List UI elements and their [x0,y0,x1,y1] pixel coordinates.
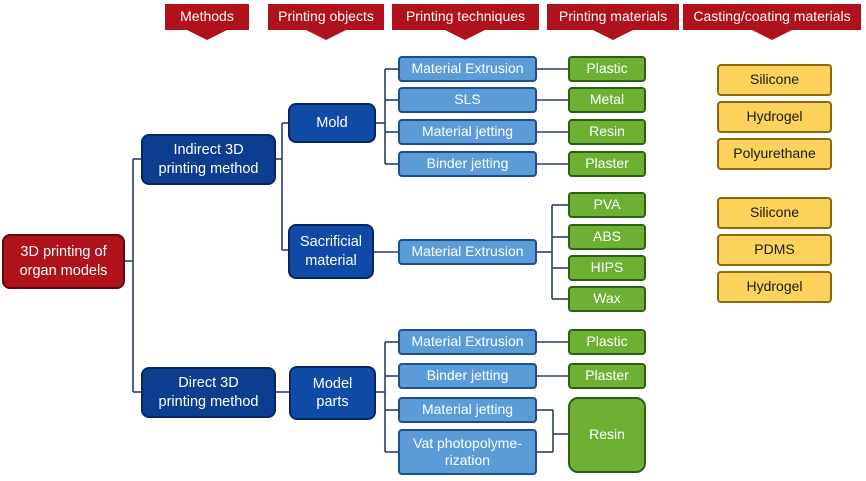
header-arrow [445,30,485,40]
material-box: Metal [568,87,646,113]
technique-box: Binder jetting [398,151,537,177]
technique-vat-line-2: rization [444,452,491,468]
technique-box: Binder jetting [398,363,537,389]
casting-material-box: Polyurethane [717,138,832,170]
technique-box: Material jetting [398,397,537,423]
material-box: Resin [568,397,646,473]
header-arrow [593,30,633,40]
material-box: Wax [568,286,646,312]
casting-material-box: Hydrogel [717,101,832,133]
technique-vat-line-1: Vat photopolyme- [413,434,522,451]
header-arrow [752,30,792,40]
material-box: Plastic [568,329,646,355]
casting-material-box: Silicone [717,197,832,229]
method-indirect: Indirect 3D printing method [141,134,276,185]
material-box: Plaster [568,363,646,389]
technique-box: Material Extrusion [398,329,537,355]
casting-material-box: Silicone [717,64,832,96]
header-arrow [187,30,227,40]
technique-box: Vat photopolyme- rization [398,429,537,475]
material-box: Plastic [568,56,646,82]
root-line-2: organ models [19,262,108,279]
header-printing-techniques: Printing techniques [392,4,539,30]
casting-material-box: Hydrogel [717,271,832,303]
casting-material-box: PDMS [717,234,832,266]
technique-box: Material jetting [398,119,537,145]
method-indirect-line-1: Indirect 3D [173,142,244,159]
root-line-1: 3D printing of [20,244,107,261]
object-model-parts: Model parts [289,366,376,420]
method-direct-line-1: Direct 3D [178,375,239,392]
header-printing-objects: Printing objects [268,4,384,30]
object-model-parts-line-2: parts [316,394,349,410]
material-box: ABS [568,224,646,250]
object-sacrificial-material: Sacrificial material [288,224,374,279]
header-arrow [306,30,346,40]
technique-box: SLS [398,87,537,113]
material-box: PVA [568,192,646,218]
technique-box: Material Extrusion [398,56,537,82]
material-box: Resin [568,119,646,145]
object-mold: Mold [288,103,376,143]
header-methods: Methods [165,4,249,30]
header-casting-coating-materials: Casting/coating materials [683,4,861,30]
method-direct-line-2: printing method [158,393,259,410]
header-printing-materials: Printing materials [547,4,679,30]
object-model-parts-line-1: Model [312,375,353,392]
method-direct: Direct 3D printing method [141,367,276,418]
method-indirect-line-2: printing method [158,160,259,177]
object-sacrificial-line-2: material [305,252,357,269]
material-box: HIPS [568,255,646,281]
root-node: 3D printing of organ models [2,234,125,289]
object-sacrificial-line-1: Sacrificial [299,234,363,251]
material-box: Plaster [568,151,646,177]
technique-box: Material Extrusion [398,239,537,265]
